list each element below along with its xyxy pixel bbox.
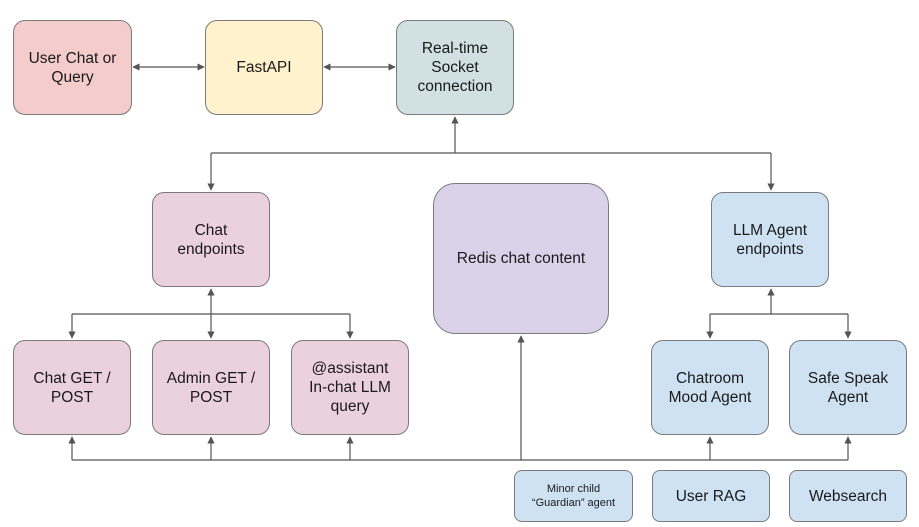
socket-connection-node: Real-time Socket connection [396, 20, 514, 115]
user-rag-node: User RAG [652, 470, 770, 522]
assistant-query-node: @assistant In-chat LLM query [291, 340, 409, 435]
chat-get-post-node: Chat GET / POST [13, 340, 131, 435]
guardian-agent-node: Minor child “Guardian” agent [514, 470, 633, 522]
admin-get-post-node: Admin GET / POST [152, 340, 270, 435]
chatroom-mood-agent-node: Chatroom Mood Agent [651, 340, 769, 435]
safe-speak-agent-node: Safe Speak Agent [789, 340, 907, 435]
websearch-node: Websearch [789, 470, 907, 522]
chat-endpoints-node: Chat endpoints [152, 192, 270, 287]
fastapi-node: FastAPI [205, 20, 323, 115]
user-chat-node: User Chat or Query [13, 20, 132, 115]
llm-agent-endpoints-node: LLM Agent endpoints [711, 192, 829, 287]
redis-chat-content-node: Redis chat content [433, 183, 609, 334]
